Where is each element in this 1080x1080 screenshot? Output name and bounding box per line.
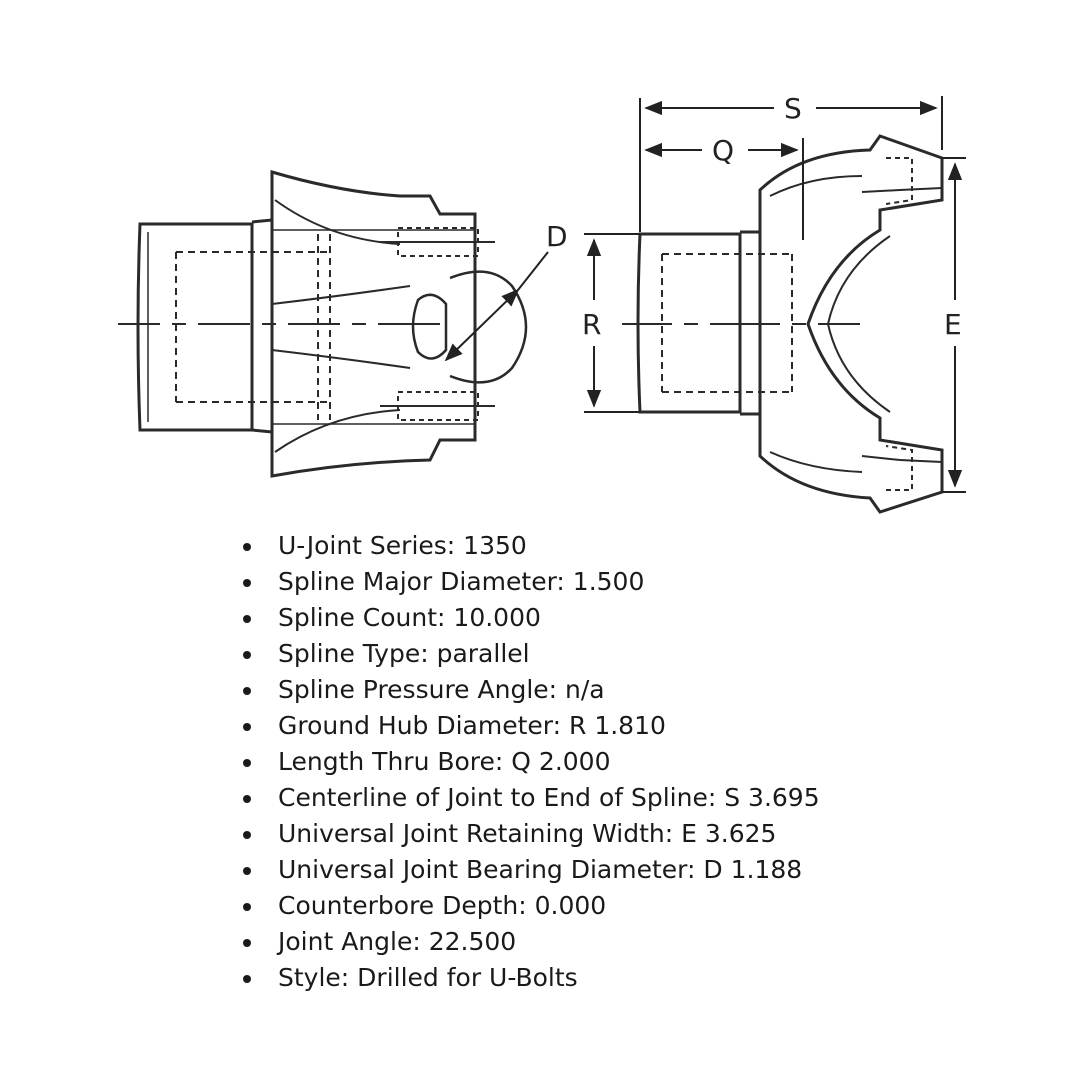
label-q: Q <box>712 134 734 167</box>
spec-item-spline-pressure-angle: Spline Pressure Angle: n/a <box>240 672 820 708</box>
dimension-s: S <box>644 92 943 150</box>
dimension-q: Q <box>639 98 804 240</box>
spec-item-retaining-width: Universal Joint Retaining Width: E 3.625 <box>240 816 820 852</box>
spec-item-spline-count: Spline Count: 10.000 <box>240 600 820 636</box>
spec-item-spline-major-diameter: Spline Major Diameter: 1.500 <box>240 564 820 600</box>
yoke-technical-drawing: D <box>118 92 966 514</box>
yoke-side-view <box>136 169 528 478</box>
spec-item-centerline-to-end-of-spline: Centerline of Joint to End of Spline: S … <box>240 780 820 816</box>
spec-item-length-thru-bore: Length Thru Bore: Q 2.000 <box>240 744 820 780</box>
dimension-e: E <box>942 157 966 493</box>
spec-item-spline-type: Spline Type: parallel <box>240 636 820 672</box>
spec-item-u-joint-series: U-Joint Series: 1350 <box>240 528 820 564</box>
dimension-d: D <box>444 220 568 362</box>
spec-list: U-Joint Series: 1350 Spline Major Diamet… <box>240 528 820 996</box>
spec-item-counterbore-depth: Counterbore Depth: 0.000 <box>240 888 820 924</box>
spec-item-ground-hub-diameter: Ground Hub Diameter: R 1.810 <box>240 708 820 744</box>
dimension-r: R <box>582 233 640 413</box>
yoke-top-view <box>636 134 944 514</box>
spec-item-style: Style: Drilled for U-Bolts <box>240 960 820 996</box>
label-e: E <box>944 308 962 341</box>
label-d: D <box>546 220 568 253</box>
label-r: R <box>582 308 601 341</box>
spec-item-joint-angle: Joint Angle: 22.500 <box>240 924 820 960</box>
spec-item-bearing-diameter: Universal Joint Bearing Diameter: D 1.18… <box>240 852 820 888</box>
label-s: S <box>784 92 802 125</box>
